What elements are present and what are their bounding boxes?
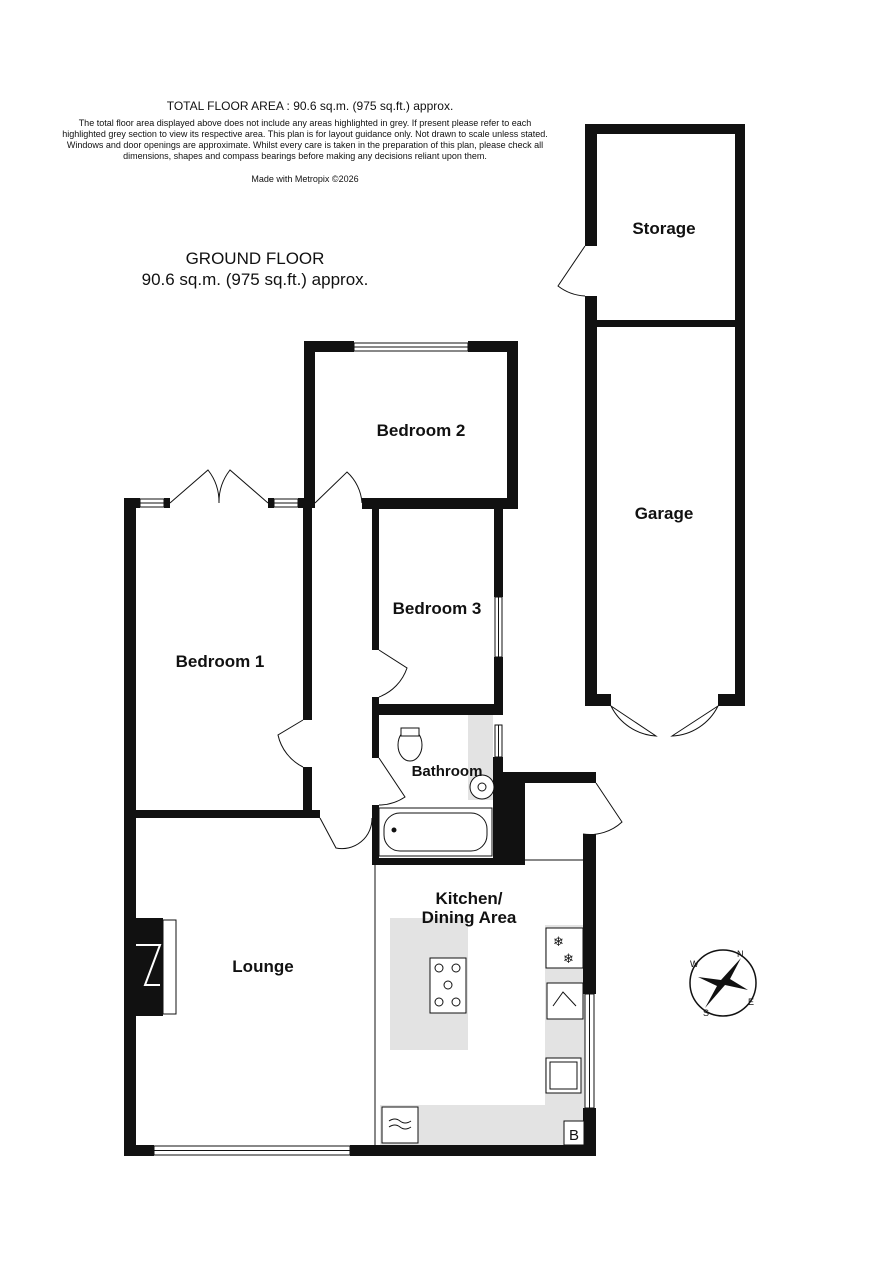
door-bedroom1-hall [277, 719, 304, 768]
walls [124, 124, 745, 1156]
floor-title: GROUND FLOOR 90.6 sq.m. (975 sq.ft.) app… [100, 248, 410, 290]
disclaimer-text: The total floor area displayed above doe… [62, 118, 548, 161]
room-label-storage: Storage [632, 219, 695, 238]
fridge-freezer [545, 927, 584, 969]
total-floor-area: TOTAL FLOOR AREA : 90.6 sq.m. (975 sq.ft… [166, 99, 454, 113]
floor-name: GROUND FLOOR [185, 249, 325, 268]
door-bathroom [378, 757, 406, 806]
door-bedroom3 [378, 649, 408, 698]
compass-south: S [703, 1008, 709, 1018]
bathroom-fixtures [378, 727, 495, 857]
room-label-garage: Garage [635, 504, 694, 523]
room-label-lounge: Lounge [232, 957, 293, 976]
washing-machine [546, 982, 584, 1020]
room-label-bedroom3: Bedroom 3 [393, 599, 482, 618]
compass-east: E [748, 997, 754, 1007]
fireplace [127, 918, 177, 1016]
door-bedroom1-left [169, 469, 220, 504]
boiler [563, 1120, 585, 1146]
windows [139, 342, 595, 1156]
room-label-kitchen-line2: Dining Area [422, 908, 517, 927]
made-with-credit: Made with Metropix ©2026 [251, 174, 359, 184]
door-lounge [319, 817, 373, 850]
room-label-kitchen-line1: Kitchen/ [435, 889, 502, 908]
compass-west: W [690, 959, 699, 969]
freezer-symbol: ❄ [553, 935, 564, 950]
door-kitchen-side [582, 782, 623, 835]
oven [381, 1106, 419, 1144]
door-storage [557, 245, 586, 297]
thin-partitions [374, 859, 583, 1145]
boiler-label: B [569, 1127, 579, 1144]
room-label-bedroom1: Bedroom 1 [176, 652, 265, 671]
door-garage-right [670, 704, 720, 737]
doors [169, 245, 720, 850]
compass-star-icon [698, 958, 748, 1008]
door-garage-left [609, 704, 658, 737]
compass-north: N [737, 949, 744, 959]
room-label-bathroom: Bathroom [412, 763, 483, 780]
door-bedroom1-right [218, 469, 269, 504]
freezer-symbol-2: ❄ [563, 952, 574, 967]
kitchen-fixtures [381, 927, 585, 1146]
floor-area: 90.6 sq.m. (975 sq.ft.) approx. [141, 270, 369, 289]
compass: N E S W [689, 949, 757, 1018]
room-label-bedroom2: Bedroom 2 [377, 421, 466, 440]
door-bedroom2 [314, 471, 363, 504]
